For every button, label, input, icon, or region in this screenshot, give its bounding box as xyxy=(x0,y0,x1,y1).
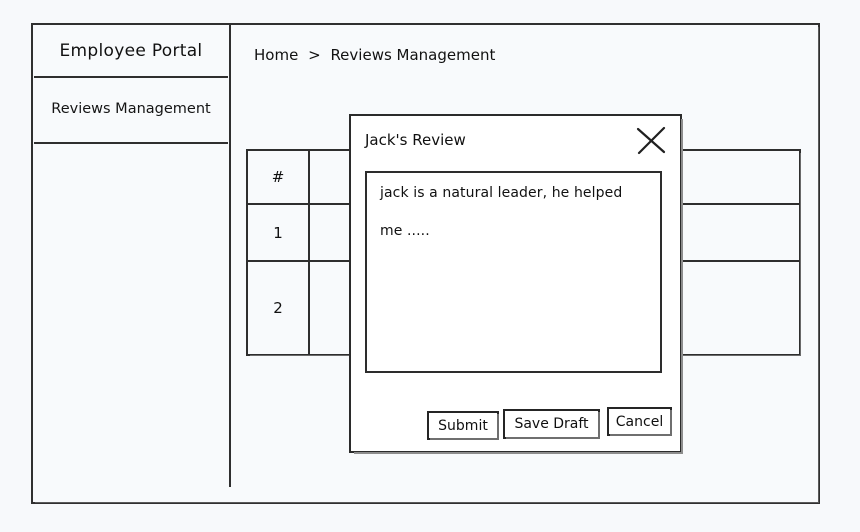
sidebar-item-reviews-management[interactable]: Reviews Management xyxy=(33,76,229,142)
close-x-icon[interactable] xyxy=(634,126,668,156)
breadcrumb-separator-icon: > xyxy=(308,46,321,64)
submit-button[interactable]: Submit xyxy=(427,411,499,440)
table-header-cell-index: # xyxy=(271,168,285,186)
sidebar-divider-bottom xyxy=(34,142,228,144)
modal-title: Jack's Review xyxy=(365,131,466,149)
sidebar-brand-title: Employee Portal xyxy=(59,40,203,61)
breadcrumb-item-home[interactable]: Home xyxy=(254,46,299,64)
review-modal-dialog: Jack's Review jack is a natural leader, … xyxy=(349,114,683,454)
sidebar: Employee Portal Reviews Management xyxy=(33,25,229,502)
cancel-button[interactable]: Cancel xyxy=(607,407,672,436)
breadcrumb: Home > Reviews Management xyxy=(254,46,495,64)
sidebar-divider-top xyxy=(34,76,228,78)
breadcrumb-item-reviews-management[interactable]: Reviews Management xyxy=(330,46,496,64)
sidebar-item-label: Reviews Management xyxy=(51,101,211,117)
table-cell-index: 2 xyxy=(273,299,283,317)
review-text-line: jack is a natural leader, he helped xyxy=(380,185,623,201)
app-window-frame: Employee Portal Reviews Management Home … xyxy=(31,23,820,504)
review-text-line: me ..... xyxy=(380,223,430,239)
review-text-input[interactable]: jack is a natural leader, he helped me .… xyxy=(365,171,662,373)
sidebar-vertical-divider xyxy=(229,25,231,487)
table-column-divider xyxy=(308,151,310,354)
table-header-row: # xyxy=(248,151,799,203)
save-draft-button[interactable]: Save Draft xyxy=(503,409,600,439)
table-cell-index: 1 xyxy=(273,223,283,242)
